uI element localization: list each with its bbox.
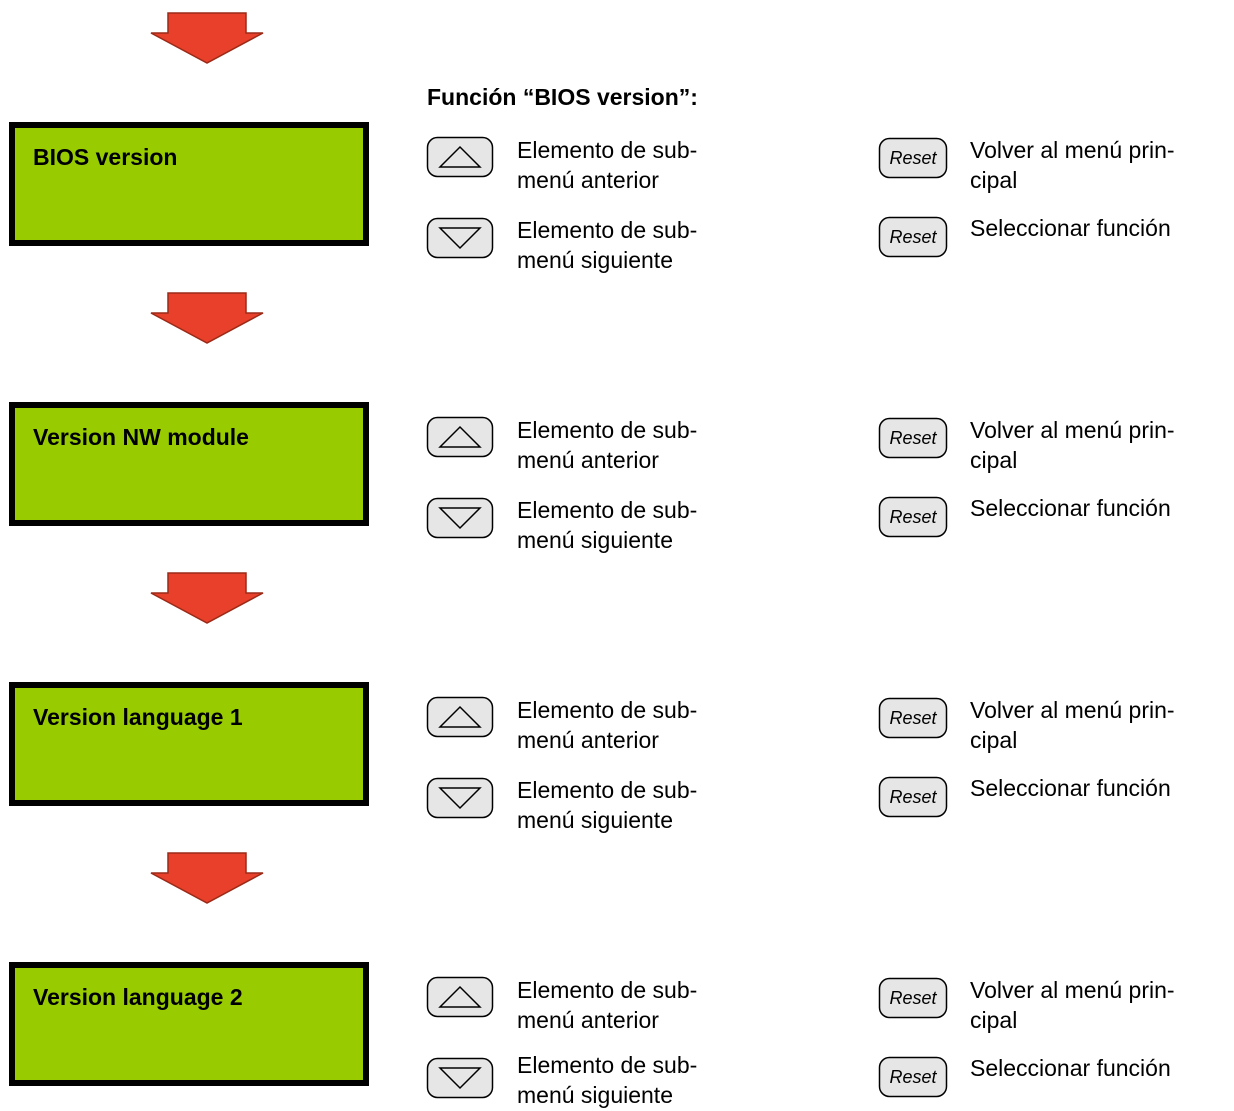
lcd-display-text: BIOS version	[33, 144, 178, 170]
up-button[interactable]	[426, 976, 494, 1018]
up-button[interactable]	[426, 416, 494, 458]
reset-button-description: Seleccionar función	[970, 495, 1171, 521]
up-button-description: Elemento de sub- menú anterior	[517, 417, 698, 473]
reset-button-label: Reset	[889, 1067, 937, 1087]
reset-button-description: Seleccionar función	[970, 1055, 1171, 1081]
lcd-display: Version language 2	[9, 962, 369, 1086]
reset-button-label: Reset	[889, 148, 937, 168]
reset-button[interactable]: Reset	[878, 216, 948, 258]
reset-button-label: Reset	[889, 227, 937, 247]
function-heading: Función “BIOS version”:	[427, 84, 698, 110]
down-triangle-icon	[426, 1057, 494, 1099]
up-triangle-icon	[426, 696, 494, 738]
lcd-display: Version NW module	[9, 402, 369, 526]
reset-button-label: Reset	[889, 428, 937, 448]
reset-button-description: Volver al menú prin- cipal	[970, 137, 1175, 193]
down-button-description: Elemento de sub- menú siguiente	[517, 497, 698, 553]
reset-button[interactable]: Reset	[878, 776, 948, 818]
down-button-description: Elemento de sub- menú siguiente	[517, 217, 698, 273]
reset-button-description: Seleccionar función	[970, 775, 1171, 801]
reset-button[interactable]: Reset	[878, 496, 948, 538]
reset-button-description: Volver al menú prin- cipal	[970, 697, 1175, 753]
reset-key-icon	[878, 977, 948, 1019]
reset-button-label: Reset	[889, 787, 937, 807]
down-button[interactable]	[426, 1057, 494, 1099]
up-button-description: Elemento de sub- menú anterior	[517, 137, 698, 193]
lcd-display: Version language 1	[9, 682, 369, 806]
reset-button-label: Reset	[889, 988, 937, 1008]
flow-arrow-icon	[150, 12, 264, 64]
lcd-display: BIOS version	[9, 122, 369, 246]
reset-button-description: Volver al menú prin- cipal	[970, 417, 1175, 473]
reset-key-icon	[878, 697, 948, 739]
up-button[interactable]	[426, 136, 494, 178]
reset-button[interactable]: Reset	[878, 417, 948, 459]
flow-arrow-icon	[150, 852, 264, 904]
up-triangle-icon	[426, 416, 494, 458]
down-button-description: Elemento de sub- menú siguiente	[517, 777, 698, 833]
lcd-display-text: Version language 2	[33, 984, 243, 1010]
reset-button-description: Volver al menú prin- cipal	[970, 977, 1175, 1033]
lcd-display-text: Version NW module	[33, 424, 249, 450]
reset-key-icon	[878, 137, 948, 179]
lcd-display-text: Version language 1	[33, 704, 243, 730]
up-button[interactable]	[426, 696, 494, 738]
reset-button[interactable]: Reset	[878, 137, 948, 179]
reset-key-icon	[878, 417, 948, 459]
reset-button[interactable]: Reset	[878, 977, 948, 1019]
reset-button[interactable]: Reset	[878, 697, 948, 739]
reset-key-icon	[878, 496, 948, 538]
down-button[interactable]	[426, 777, 494, 819]
down-button-description: Elemento de sub- menú siguiente	[517, 1052, 698, 1108]
down-button[interactable]	[426, 497, 494, 539]
down-triangle-icon	[426, 217, 494, 259]
flow-arrow-icon	[150, 292, 264, 344]
up-triangle-icon	[426, 136, 494, 178]
reset-button-label: Reset	[889, 708, 937, 728]
reset-key-icon	[878, 216, 948, 258]
up-button-description: Elemento de sub- menú anterior	[517, 697, 698, 753]
down-triangle-icon	[426, 497, 494, 539]
flow-arrow-icon	[150, 572, 264, 624]
reset-key-icon	[878, 1056, 948, 1098]
up-triangle-icon	[426, 976, 494, 1018]
reset-button[interactable]: Reset	[878, 1056, 948, 1098]
reset-button-label: Reset	[889, 507, 937, 527]
up-button-description: Elemento de sub- menú anterior	[517, 977, 698, 1033]
reset-button-description: Seleccionar función	[970, 215, 1171, 241]
down-button[interactable]	[426, 217, 494, 259]
down-triangle-icon	[426, 777, 494, 819]
reset-key-icon	[878, 776, 948, 818]
